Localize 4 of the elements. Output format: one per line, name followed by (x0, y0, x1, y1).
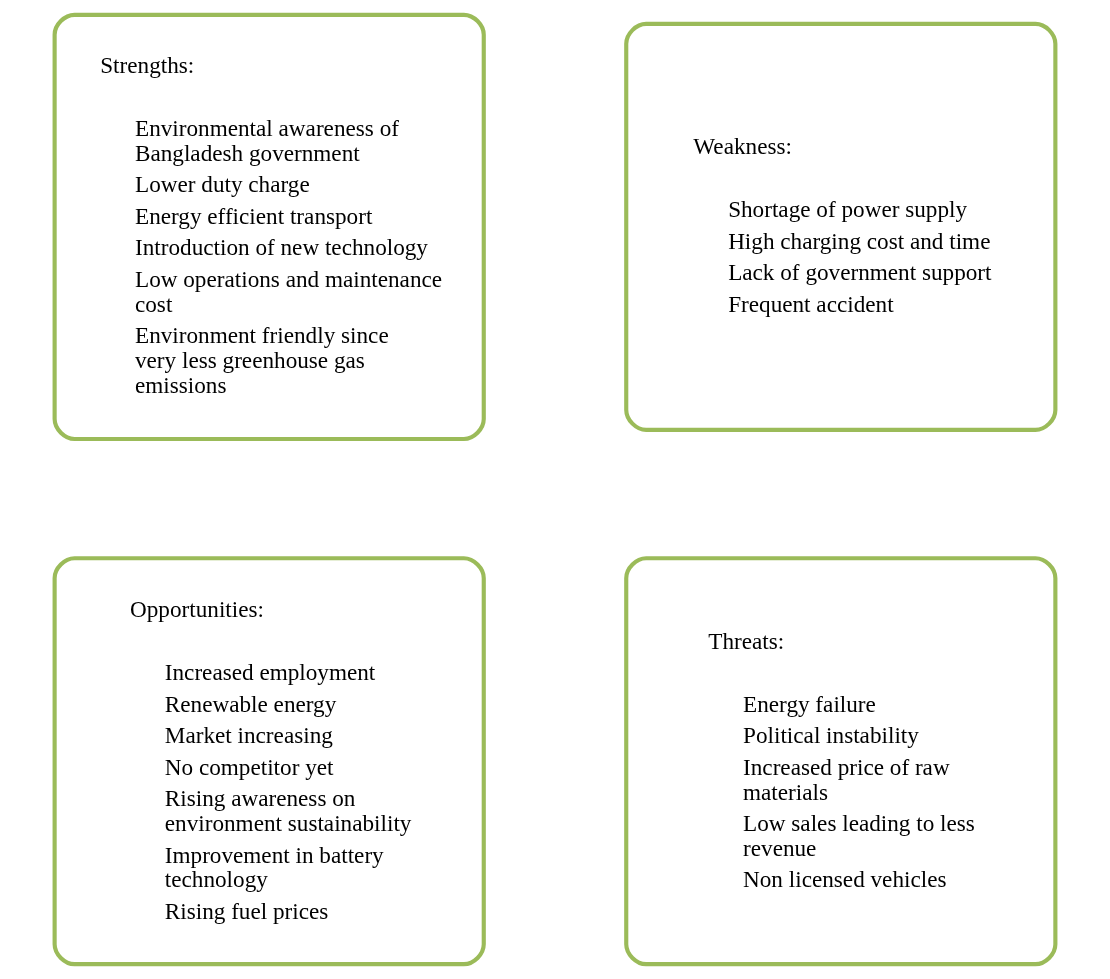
node-box: Opportunities: Increased employment Renewable energy Market increasing No competitor yet Rising awareness on environment sustainability Improvement in battery technology Rising fuel prices (52, 556, 486, 967)
node-box: Threats: Energy failure Political instability Increased price of raw materials Low sales leading to less revenue Non licensed vehicles (624, 556, 1058, 967)
node-box: Strengths: Environmental awareness of Bangladesh government Lower duty charge Energy efficient transport Introduction of new technology Low operations and maintenance cost Environment friendly since very less greenhouse gas emissions (52, 12, 486, 442)
node-box: Weakness: Shortage of power supply High charging cost and time Lack of government support Frequent accident (624, 21, 1058, 432)
